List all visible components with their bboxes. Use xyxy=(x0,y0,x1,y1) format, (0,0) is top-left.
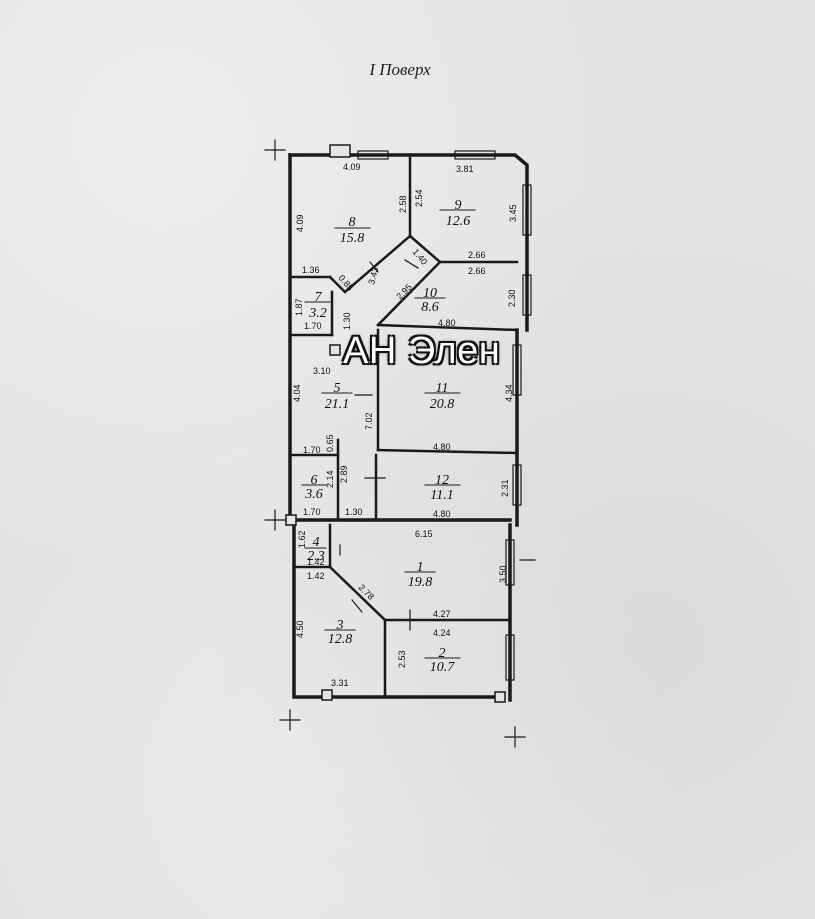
room-4-number: 4 xyxy=(313,535,320,550)
dim-label: 4.80 xyxy=(433,509,451,519)
dim-label: 3.31 xyxy=(331,678,349,688)
room-5-number: 5 xyxy=(334,381,341,396)
interior-walls xyxy=(288,156,519,699)
room-4-area: 2.3 xyxy=(307,549,325,564)
dim-label: 2.31 xyxy=(500,479,510,497)
dim-label: 3.43 xyxy=(366,266,380,286)
room-12-number: 12 xyxy=(435,473,449,488)
room-7-area: 3.2 xyxy=(308,306,327,321)
room-11-number: 11 xyxy=(436,381,449,396)
room-9-number: 9 xyxy=(455,198,462,213)
door-marks xyxy=(339,259,419,631)
dim-label: 3.81 xyxy=(456,164,474,174)
dim-label: 2.53 xyxy=(397,650,407,668)
dim-label: 1.70 xyxy=(303,507,321,517)
dim-label: 2.58 xyxy=(398,195,408,213)
room-2-number: 2 xyxy=(439,646,446,661)
windows xyxy=(357,150,532,681)
watermark-text: АН Элен xyxy=(343,330,501,372)
dim-label: 4.24 xyxy=(433,628,451,638)
room-11-area: 20.8 xyxy=(430,397,455,412)
dim-label: 4.80 xyxy=(433,442,451,452)
dim-label: 2.89 xyxy=(339,465,349,483)
axis-ticks xyxy=(264,139,536,748)
room-3-number: 3 xyxy=(336,618,344,633)
dim-label: 1.42 xyxy=(307,571,325,581)
dim-label: 2.54 xyxy=(414,189,424,207)
dim-label: 2.78 xyxy=(357,582,376,601)
room-8-area: 15.8 xyxy=(340,231,365,246)
room-10-area: 8.6 xyxy=(421,300,439,315)
dim-label: 1.36 xyxy=(302,265,320,275)
dim-label: 0.65 xyxy=(325,434,335,452)
room-6-area: 3.6 xyxy=(304,487,323,502)
room-5-area: 21.1 xyxy=(325,397,350,412)
dim-label: 3.10 xyxy=(313,366,331,376)
dim-label: 2.14 xyxy=(325,470,335,488)
dim-label: 1.42 xyxy=(307,557,325,567)
room-9-area: 12.6 xyxy=(446,214,471,229)
dim-label: 1.87 xyxy=(294,298,304,316)
dim-label: 1.70 xyxy=(303,445,321,455)
dim-label: 4.09 xyxy=(343,162,361,172)
dim-label: 0.85 xyxy=(336,273,355,293)
room-7-number: 7 xyxy=(315,290,323,305)
dim-label: 4.27 xyxy=(433,609,451,619)
dim-label: 4.34 xyxy=(504,384,514,402)
dim-label: 1.30 xyxy=(345,507,363,517)
room-2-area: 10.7 xyxy=(430,660,456,675)
dim-label: 4.80 xyxy=(438,318,456,328)
dim-label: 4.04 xyxy=(292,384,302,402)
room-10-number: 10 xyxy=(423,286,437,301)
dim-label: 3.50 xyxy=(498,565,508,583)
area-underlines xyxy=(301,209,476,659)
room-3-area: 12.8 xyxy=(328,632,353,647)
room-12-area: 11.1 xyxy=(430,488,453,503)
dim-label: 3.45 xyxy=(508,204,518,222)
room-1-area: 19.8 xyxy=(408,575,433,590)
dim-label: 1.62 xyxy=(297,530,307,548)
dim-label: 7.02 xyxy=(364,412,374,430)
dim-label: 1.70 xyxy=(304,321,322,331)
dim-label: 2.30 xyxy=(507,289,517,307)
dim-label: 2.66 xyxy=(468,266,486,276)
columns xyxy=(285,144,506,703)
dim-label: 4.50 xyxy=(295,620,305,638)
room-1-number: 1 xyxy=(417,560,424,575)
dim-label: 2.66 xyxy=(468,250,486,260)
dim-label: 2.95 xyxy=(394,282,413,301)
room-8-number: 8 xyxy=(349,215,356,230)
outer-walls xyxy=(288,153,529,702)
dim-label: 1.30 xyxy=(342,312,352,330)
room-6-number: 6 xyxy=(311,473,318,488)
plan-title: I Поверх xyxy=(369,60,431,79)
dim-label: 6.15 xyxy=(415,529,433,539)
dim-label: 4.09 xyxy=(295,214,305,232)
